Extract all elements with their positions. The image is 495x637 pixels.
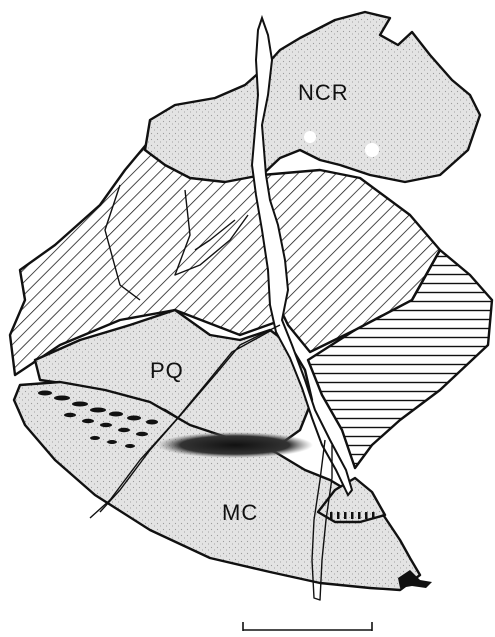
ncr-highlight [365, 143, 379, 157]
ncr-highlight-2 [304, 131, 316, 143]
mc-dark-core [157, 432, 313, 458]
pq-label: PQ [150, 358, 184, 383]
mc-label: MC [222, 500, 258, 525]
scale-bar-icon [243, 622, 372, 631]
ncr-label: NCR [298, 80, 349, 105]
